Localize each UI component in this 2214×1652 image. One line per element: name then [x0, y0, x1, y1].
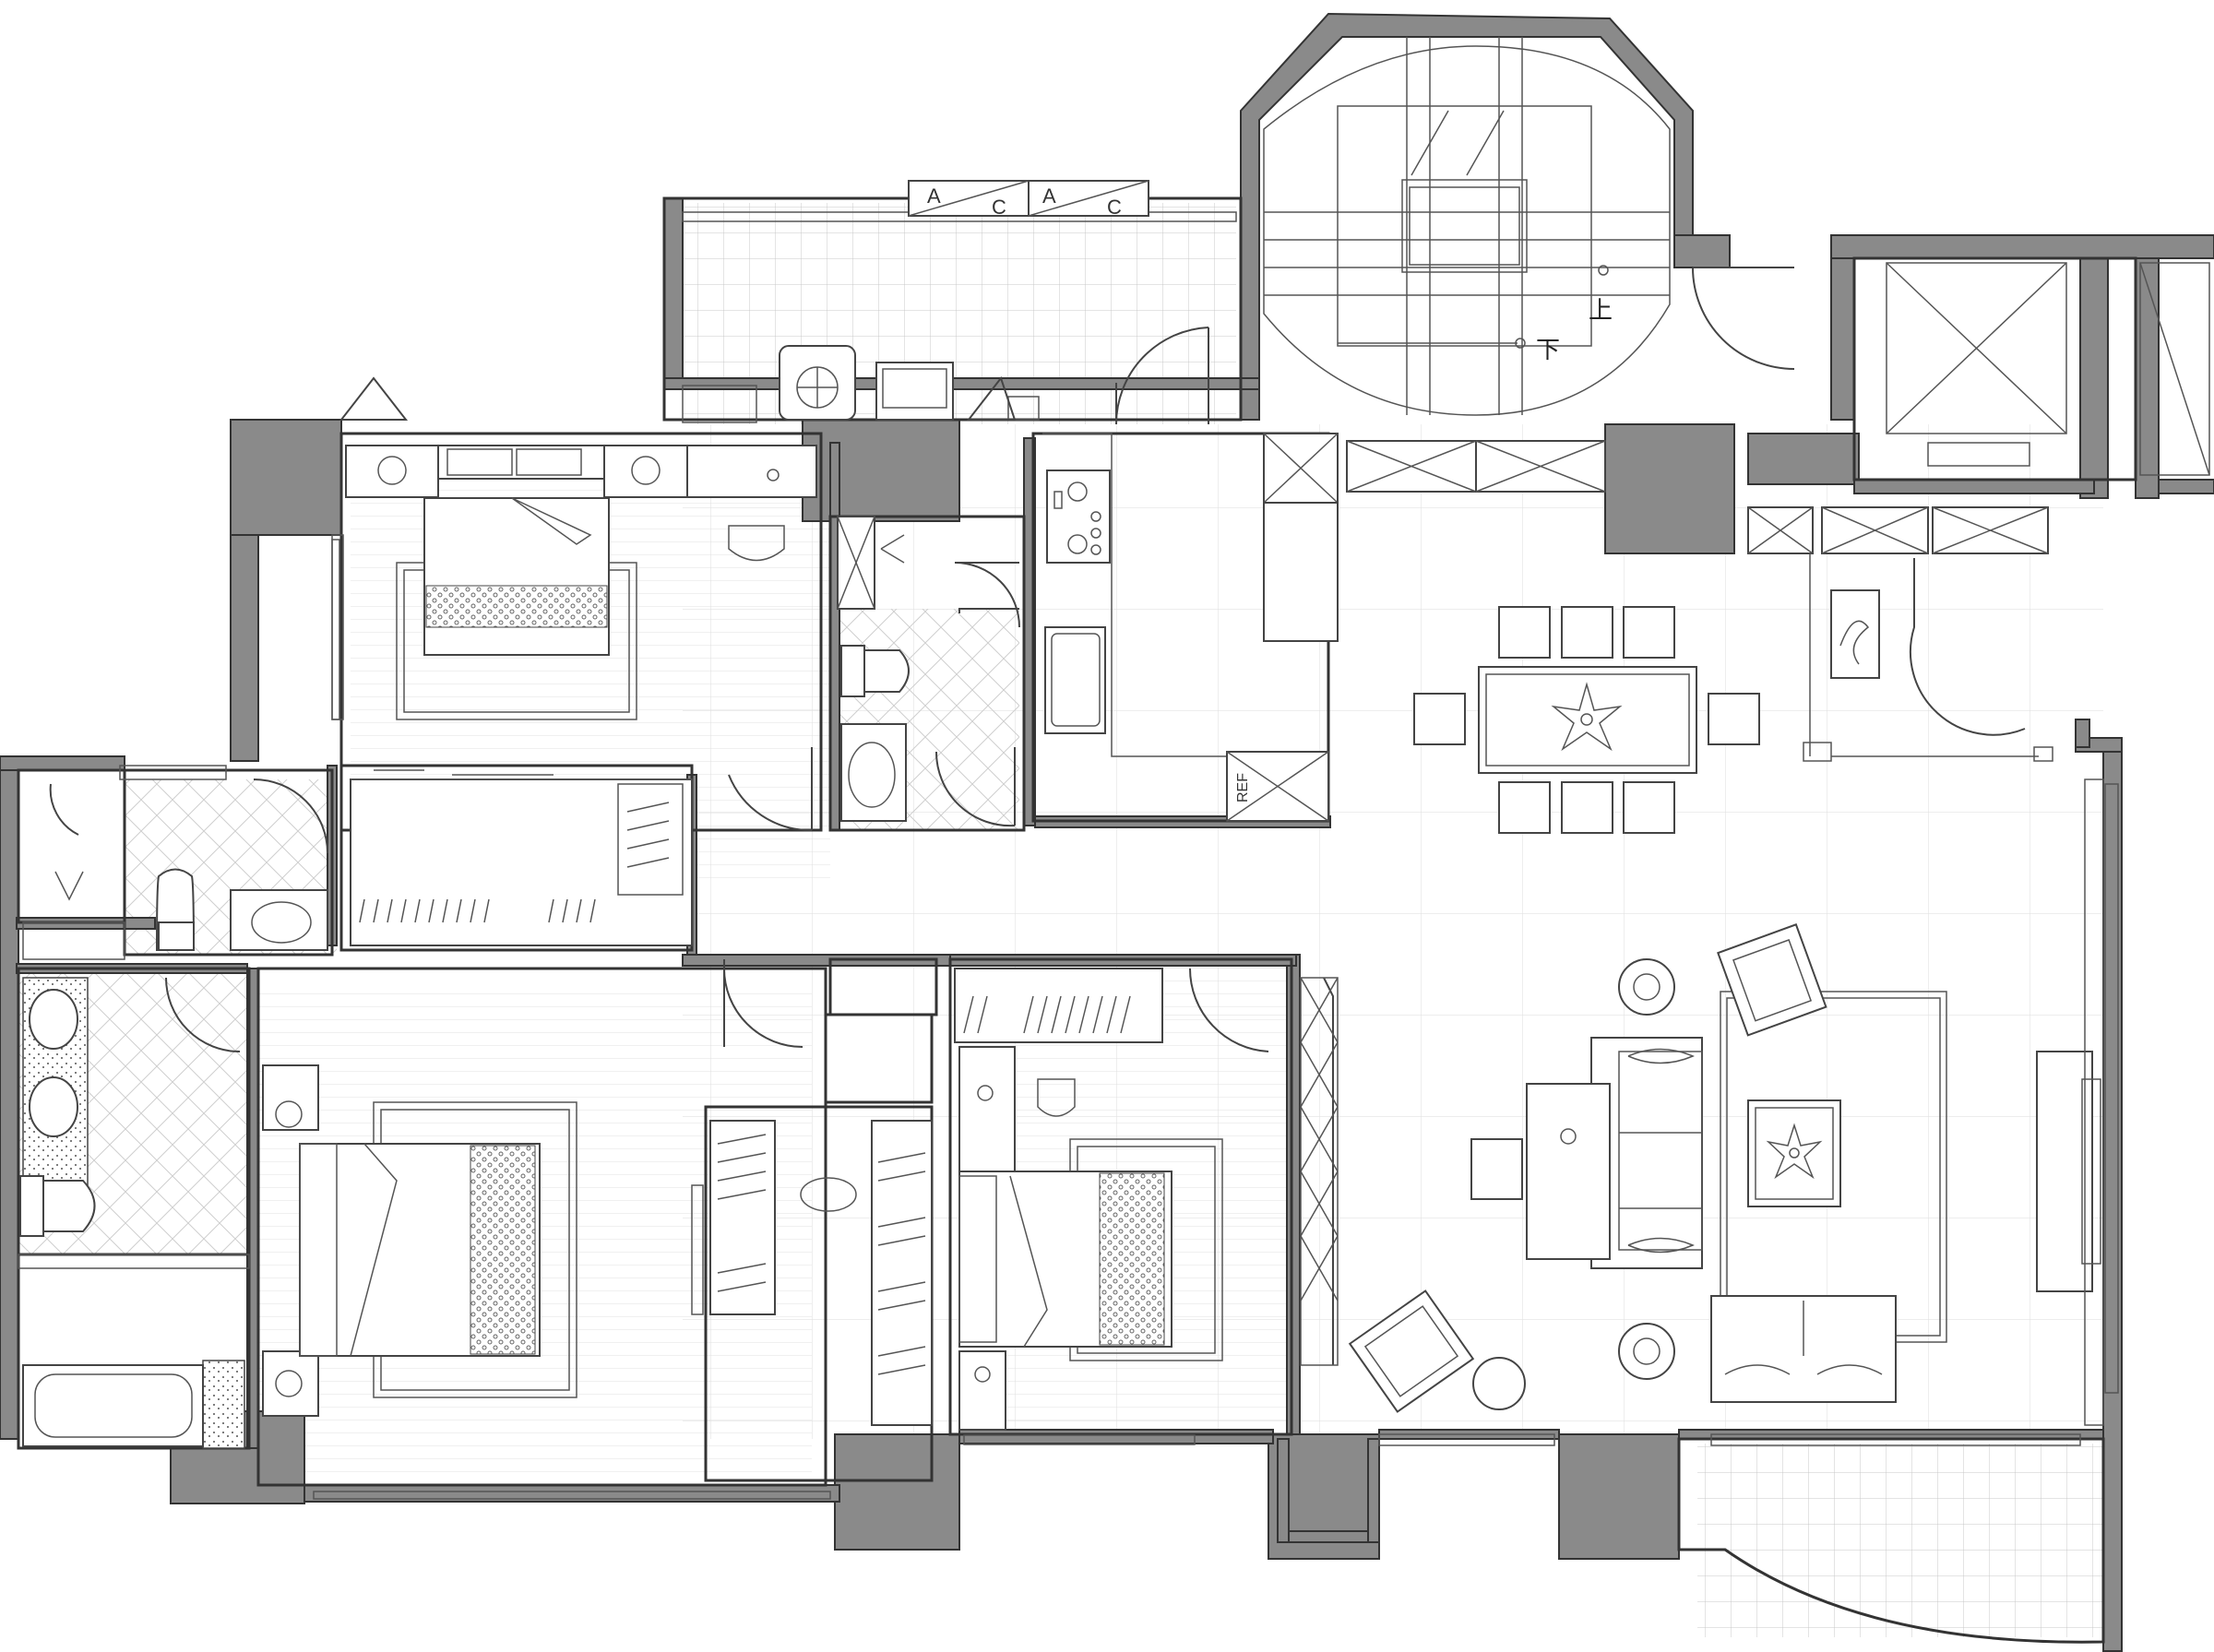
bathtub-icon [22, 1360, 245, 1449]
doors [49, 267, 2026, 1365]
toilet-icon [840, 645, 910, 697]
walk-in-closet-master [350, 778, 693, 946]
refrigerator-label: REF [1235, 773, 1251, 802]
kitchen: REF [1042, 433, 2049, 822]
dining [1413, 553, 2053, 834]
wardrobe-right [871, 1120, 933, 1426]
bedroom-3 [954, 968, 1223, 1431]
ac-unit-2-a-label: A [1042, 184, 1056, 208]
sink-icon [29, 989, 78, 1137]
side-table [1526, 1083, 1611, 1260]
kitchen-sink [1044, 626, 1106, 734]
toilet-icon [155, 868, 196, 951]
dining-table [1478, 666, 1697, 774]
island-counter [1263, 502, 1339, 642]
bathroom-center [837, 516, 910, 822]
toilet-icon [19, 1175, 96, 1237]
ac-unit-2-c-label: C [1107, 196, 1122, 219]
sink-icon [840, 723, 907, 822]
bathroom-west [22, 765, 328, 960]
living-room [1300, 778, 2104, 1426]
tv-cabinet [2036, 1051, 2093, 1292]
windows [313, 539, 2119, 1500]
ac-unit-1-c-label: C [992, 196, 1006, 219]
master-bedroom [331, 445, 817, 946]
stair-up-label: 上 [1589, 297, 1613, 325]
sink-icon [230, 889, 328, 951]
stair-down-label: 下 [1536, 337, 1560, 364]
ac-units: A C A C [908, 180, 1149, 219]
star-ornament-icon [1766, 1123, 1823, 1180]
wardrobe-left [709, 1120, 776, 1315]
stairwell: 上 下 [1263, 37, 1671, 416]
bedroom-2 [262, 1064, 933, 1426]
coffee-table [1747, 1099, 1841, 1207]
ac-unit-1-a-label: A [927, 184, 941, 208]
star-ornament-icon [1551, 682, 1623, 752]
balcony-fixtures [779, 345, 1040, 421]
bathroom-main [18, 977, 250, 1449]
utility-sink [875, 362, 954, 421]
